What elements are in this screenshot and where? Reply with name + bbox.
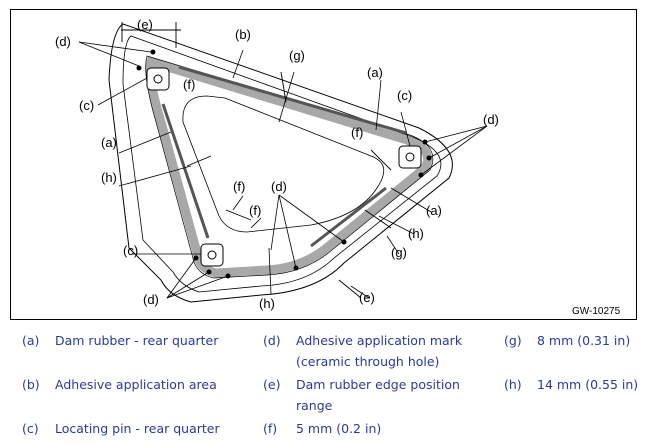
- adhesive-band-edge-outer: [145, 55, 434, 279]
- callout-g-right: (g): [391, 245, 407, 260]
- callout-c-lower: (c): [123, 243, 138, 258]
- callout-a-top: (a): [367, 65, 383, 80]
- legend-text: Dam rubber - rear quarter: [55, 333, 219, 348]
- callout-c-right: (c): [397, 88, 412, 103]
- callout-e-top: (e): [137, 17, 153, 32]
- legend-text-line-2: (ceramic through hole): [296, 354, 440, 369]
- locating-pin-lower-left: [200, 243, 224, 267]
- callout-h-right: (h): [408, 226, 424, 241]
- inner-opening: [182, 95, 385, 233]
- dam-rubber-left: [161, 103, 210, 239]
- callout-a-left: (a): [101, 135, 117, 150]
- locating-pin-upper-left: [146, 67, 170, 91]
- adhesive-application-band: [145, 56, 433, 278]
- legend-key: (h): [504, 377, 522, 392]
- legend-key: (f): [263, 421, 278, 436]
- legend-text-line-2: range: [296, 398, 333, 413]
- legend-key: (b): [22, 377, 40, 392]
- callout-f-upper: (f): [183, 77, 195, 92]
- rear-quarter-glass-diagram: (e) (d) (b) (g) (a) (f) (c) (c) (d) (f) …: [55, 17, 621, 317]
- callout-f-lower-1: (f): [233, 179, 245, 194]
- adhesive-application-marks: [136, 49, 432, 279]
- dam-rubber-bottom: [310, 186, 387, 248]
- callout-c-left: (c): [79, 98, 94, 113]
- callout-h-bottom: (h): [259, 296, 275, 311]
- legend-key: (e): [263, 377, 281, 392]
- legend-text: Dam rubber edge position: [296, 377, 460, 392]
- callout-h-left: (h): [101, 170, 117, 185]
- legend-text: 14 mm (0.55 in): [537, 377, 639, 392]
- diagram-figure: (e) (d) (b) (g) (a) (f) (c) (c) (d) (f) …: [10, 9, 637, 320]
- callout-d-right: (d): [483, 112, 499, 127]
- callout-f-right: (f): [351, 125, 363, 140]
- callout-d-top-left: (d): [55, 34, 71, 49]
- legend-key: (c): [22, 421, 39, 436]
- leader-lines: [78, 41, 488, 299]
- legend-text: 8 mm (0.31 in): [537, 333, 631, 348]
- legend-text: 5 mm (0.2 in): [296, 421, 382, 436]
- legend-key: (d): [263, 333, 281, 348]
- locating-pin-right: [398, 145, 422, 169]
- glass-outline: [108, 23, 453, 303]
- callout-d-center: (d): [271, 179, 287, 194]
- callout-g-top: (g): [289, 48, 305, 63]
- legend-text: Adhesive application mark: [296, 333, 463, 348]
- legend-text: Locating pin - rear quarter: [55, 421, 220, 436]
- dam-rubber-top: [178, 65, 407, 135]
- dimension-marks: [121, 22, 392, 299]
- legend-key: (g): [504, 333, 522, 348]
- legend-text: Adhesive application area: [55, 377, 217, 392]
- legend-key: (a): [22, 333, 40, 348]
- callout-f-lower-2: (f): [249, 203, 261, 218]
- callout-b: (b): [235, 27, 251, 42]
- callout-a-right: (a): [426, 203, 442, 218]
- callout-d-bottom: (d): [143, 292, 159, 307]
- figure-id: GW-10275: [572, 306, 621, 317]
- glass-outline-inner: [122, 35, 442, 293]
- callout-e-bottom: (e): [359, 290, 375, 305]
